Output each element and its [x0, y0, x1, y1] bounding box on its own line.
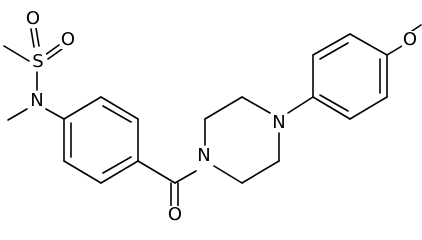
nitrogen-sulfonamide-label-mask — [29, 92, 45, 110]
bond-piperazine-3 — [241, 96, 271, 114]
bond-right-phenyl-5 — [349, 96, 388, 120]
bond-s-o-right-b — [47, 48, 63, 60]
bond-n-methyl — [7, 108, 28, 121]
bond-right-phenyl-inner-1 — [319, 42, 349, 60]
bond-aryl-methoxy-o — [386, 45, 403, 56]
bond-n-phenyl — [45, 108, 65, 120]
nitrogen-piperazine-right-label-mask — [271, 114, 287, 132]
bond-phenyl-carbonyl — [137, 160, 176, 184]
bond-piperazine-6 — [213, 165, 243, 184]
bond-phenyl-5 — [63, 160, 102, 184]
bond-phenyl-4 — [100, 160, 139, 184]
bond-s-o-right-a — [44, 44, 60, 56]
bond-s-methyl — [3, 45, 30, 62]
bond-phenyl-1 — [63, 96, 102, 120]
bond-s-o-left-b — [35, 27, 40, 47]
piperazine-nitrogen-left-label: N — [197, 145, 210, 166]
oxygen-carbonyl-label-mask — [167, 206, 183, 224]
carbonyl-oxygen-label: O — [168, 204, 182, 225]
bond-methoxy-methyl — [411, 24, 422, 32]
bond-right-phenyl-2 — [312, 33, 351, 56]
bond-piperazine-5 — [241, 160, 280, 184]
sulfur-label-mask — [30, 52, 46, 70]
sulfonyl-oxygen-left-label: O — [26, 8, 40, 29]
bond-phenyl-inner-1 — [102, 105, 132, 123]
chemical-structure-diagram: S O O N N N O O — [3, 8, 422, 225]
bond-phenyl-2 — [100, 96, 139, 120]
piperazine-nitrogen-right-label: N — [272, 112, 285, 133]
bond-right-phenyl-inner-3 — [319, 94, 349, 112]
molecule-svg: S O O N N N O O — [3, 8, 422, 225]
oxygen-right-label-mask — [60, 31, 76, 49]
bond-right-phenyl-3 — [349, 33, 388, 56]
bond-n-aryl-right — [287, 96, 314, 114]
methoxy-oxygen-label: O — [403, 29, 417, 50]
bond-piperazine-2 — [204, 96, 243, 120]
bond-s-o-left-a — [30, 28, 35, 48]
oxygen-methoxy-label-mask — [402, 31, 418, 49]
oxygen-left-label-mask — [25, 10, 41, 28]
bond-phenyl-inner-2 — [102, 156, 132, 174]
sulfur-atom-label: S — [32, 51, 43, 72]
nitrogen-piperazine-left-label-mask — [196, 147, 212, 165]
sulfonyl-oxygen-right-label: O — [61, 29, 75, 50]
sulfonamide-nitrogen-label: N — [30, 90, 43, 111]
bond-right-phenyl-6 — [312, 96, 351, 120]
bond-carbonyl-n — [174, 170, 197, 184]
